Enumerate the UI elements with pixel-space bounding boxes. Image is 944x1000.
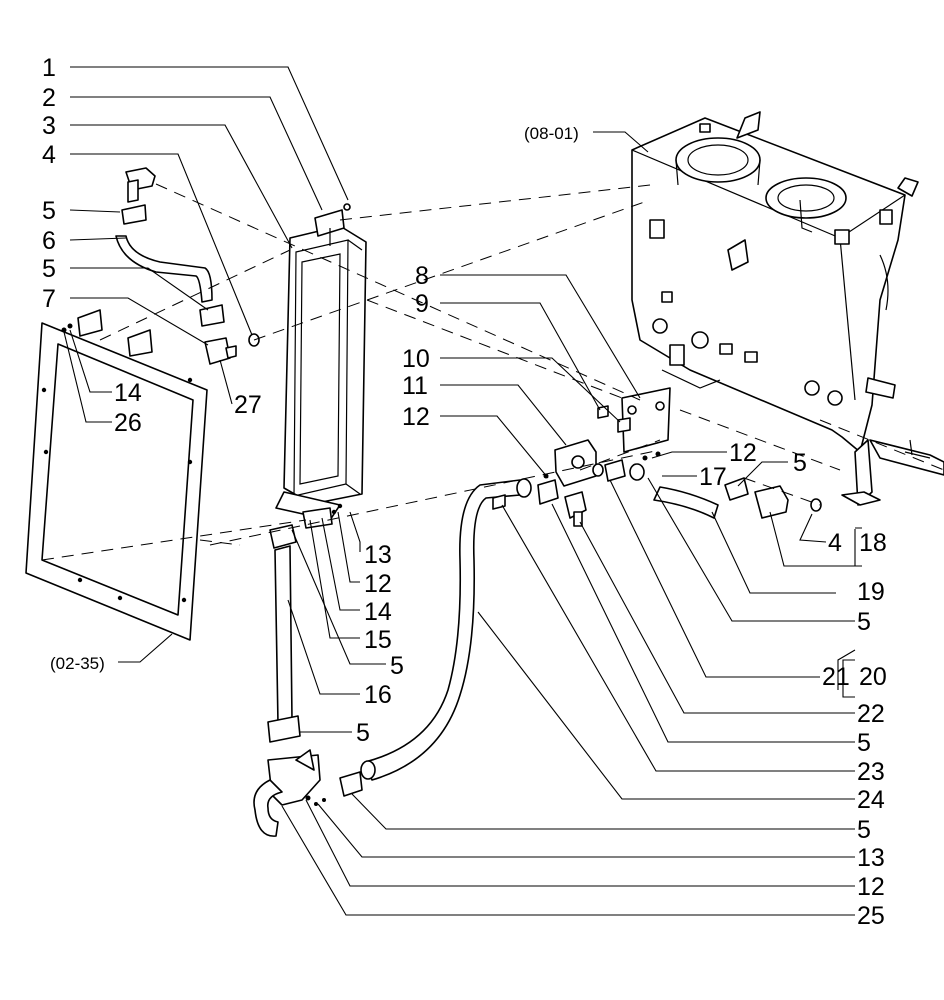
callout-19: 19 xyxy=(857,578,885,606)
callout-5-b: 5 xyxy=(42,255,56,283)
group-bracket-18 xyxy=(855,527,862,567)
callout-17: 17 xyxy=(699,463,727,491)
callout-13-b: 13 xyxy=(857,844,885,872)
upper-hose-assembly xyxy=(115,167,260,365)
callout-23: 23 xyxy=(857,758,885,786)
callout-4-b: 4 xyxy=(828,529,842,557)
callout-18: 18 xyxy=(859,529,887,557)
callout-22: 22 xyxy=(857,700,885,728)
callout-5-c: 5 xyxy=(793,449,807,477)
callout-5-h: 5 xyxy=(356,719,370,747)
callout-27: 27 xyxy=(234,391,262,419)
callout-5-f: 5 xyxy=(857,816,871,844)
callout-5-g: 5 xyxy=(390,652,404,680)
mounting-frame xyxy=(25,309,208,641)
callout-15: 15 xyxy=(364,626,392,654)
callout-6: 6 xyxy=(42,227,56,255)
callout-12-c: 12 xyxy=(364,570,392,598)
callout-13-a: 13 xyxy=(364,541,392,569)
oil-cooler xyxy=(275,203,367,521)
callout-12-b: 12 xyxy=(729,439,757,467)
callout-numbers: 1 2 3 4 5 6 5 7 14 26 27 8 9 10 11 12 12… xyxy=(42,54,887,930)
callout-25: 25 xyxy=(857,902,885,930)
callout-24: 24 xyxy=(857,786,885,814)
callout-4: 4 xyxy=(42,141,56,169)
callout-7: 7 xyxy=(42,285,56,313)
callout-5-e: 5 xyxy=(857,729,871,757)
callout-8: 8 xyxy=(415,262,429,290)
callout-5-d: 5 xyxy=(857,608,871,636)
callout-10: 10 xyxy=(402,345,430,373)
callout-21: 21 xyxy=(822,663,850,691)
assembly-lines xyxy=(41,183,944,561)
callout-9: 9 xyxy=(415,290,429,318)
callout-11: 11 xyxy=(402,372,428,400)
callout-1: 1 xyxy=(42,54,56,82)
group-bracket-20 xyxy=(843,659,850,698)
callout-26: 26 xyxy=(114,409,142,437)
callout-12-a: 12 xyxy=(402,403,430,431)
callout-2: 2 xyxy=(42,84,56,112)
callout-12-d: 12 xyxy=(857,873,885,901)
ref-frame-label: (02-35) xyxy=(50,654,105,673)
callout-14-a: 14 xyxy=(114,379,142,407)
ref-tank-label: (08-01) xyxy=(524,124,579,143)
long-return-hose xyxy=(360,478,532,781)
hydraulic-tank xyxy=(631,111,944,506)
lower-hose-assembly xyxy=(253,524,363,837)
leader-lines xyxy=(63,66,856,916)
callout-14-b: 14 xyxy=(364,598,392,626)
callout-5-a: 5 xyxy=(42,197,56,225)
callout-20: 20 xyxy=(859,663,887,691)
callout-3: 3 xyxy=(42,112,56,140)
callout-16: 16 xyxy=(364,681,392,709)
